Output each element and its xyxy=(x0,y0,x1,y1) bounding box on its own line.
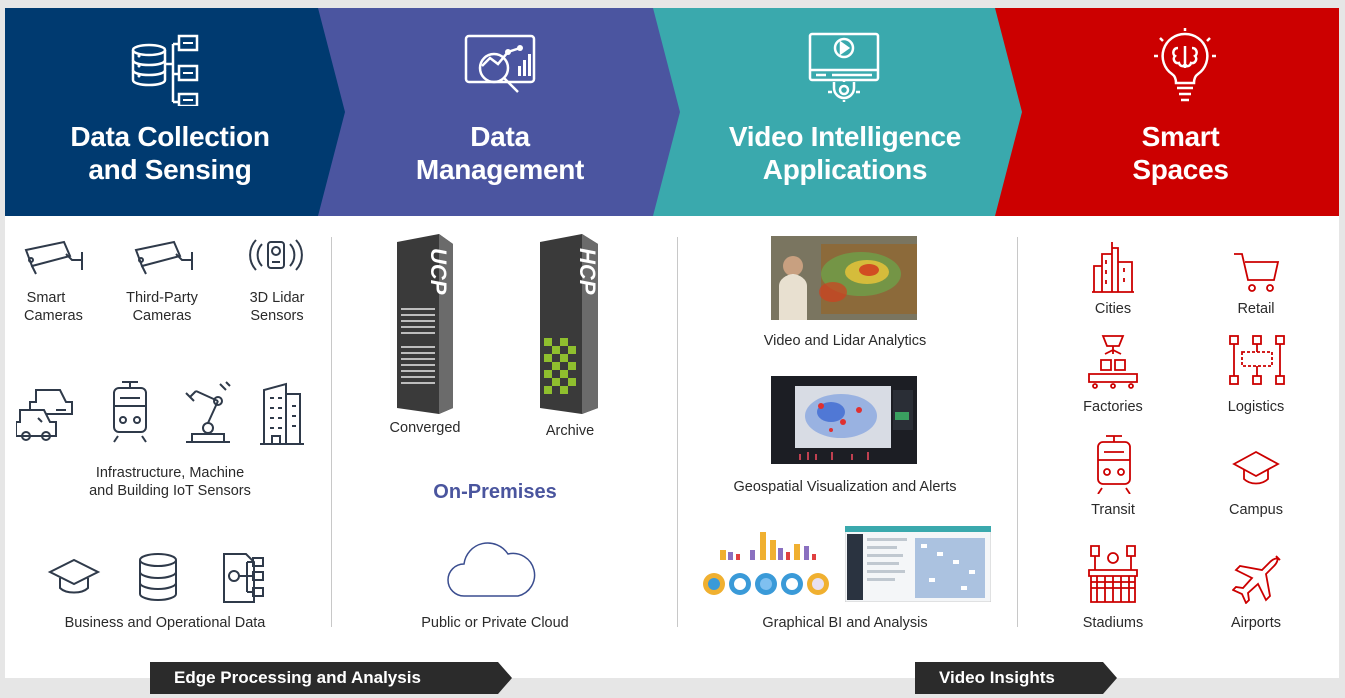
on-premises-label: On-Premises xyxy=(433,481,557,503)
lidar-label-line2: Sensors xyxy=(250,308,304,324)
video-gear-icon xyxy=(808,32,880,102)
cars-icon xyxy=(16,389,73,441)
database-icon xyxy=(139,553,177,602)
hcp-server-icon: HCP xyxy=(540,234,600,414)
app2-label: Geospatial Visualization and Alerts xyxy=(733,479,957,495)
app1-label: Video and Lidar Analytics xyxy=(763,333,927,349)
lidar-label-line1: 3D Lidar xyxy=(249,290,305,306)
column-divider xyxy=(1017,237,1018,627)
stadium-icon xyxy=(1088,545,1138,603)
camera-label-line2: Cameras xyxy=(132,308,192,324)
chevron-smart-spaces xyxy=(995,8,1339,216)
camera-label-line1: Smart xyxy=(26,290,66,306)
camera-label-line1: Third-Party xyxy=(126,290,198,306)
train-icon xyxy=(1097,435,1131,494)
header-title-line1: Data xyxy=(470,121,530,152)
graduation-cap-icon xyxy=(47,558,101,594)
archive-label: Archive xyxy=(545,423,595,439)
robot-arm-icon xyxy=(185,381,231,443)
chevron-data-collection xyxy=(5,8,350,216)
camera-label-line2: Cameras xyxy=(24,308,83,324)
app3-label: Graphical BI and Analysis xyxy=(762,615,928,631)
analytics-magnifier-icon xyxy=(464,34,536,93)
geospatial-map-thumbnail xyxy=(771,376,917,464)
chevron-data-management xyxy=(318,8,685,216)
building-icon xyxy=(260,382,304,445)
airplane-icon xyxy=(1232,555,1281,604)
graduation-cap-icon xyxy=(1232,450,1280,485)
header-title-line2: Applications xyxy=(762,154,928,185)
server-badge-label: HCP xyxy=(575,248,600,295)
header-title-line2: Management xyxy=(415,154,585,185)
space-label: Campus xyxy=(1229,502,1283,518)
space-label: Stadiums xyxy=(1082,615,1144,631)
video-insights-tag: Video Insights xyxy=(939,668,1055,687)
column-divider xyxy=(677,237,678,627)
ucp-server-icon: UCP xyxy=(397,234,453,414)
bi-dashboard-thumbnail xyxy=(845,526,991,602)
factory-icon xyxy=(1088,335,1138,389)
chevron-video-intelligence xyxy=(653,8,1027,216)
header-title-line1: Data Collection xyxy=(70,121,270,152)
header-chevrons xyxy=(5,8,1339,216)
city-icon xyxy=(1092,242,1134,293)
bi-bar-chart-thumbnail xyxy=(700,524,830,604)
server-badge-label: UCP xyxy=(426,248,451,295)
third-party-camera-icon xyxy=(134,240,193,275)
header-title-line1: Video Intelligence xyxy=(728,121,962,152)
smart-camera-icon xyxy=(24,240,83,275)
business-data-label: Business and Operational Data xyxy=(64,615,266,631)
space-label: Retail xyxy=(1237,301,1275,317)
column-divider xyxy=(331,237,332,627)
iot-label-line2: and Building IoT Sensors xyxy=(89,483,251,499)
space-label: Logistics xyxy=(1227,399,1285,415)
space-label: Factories xyxy=(1083,399,1143,415)
header-title-line2: and Sensing xyxy=(88,154,252,185)
brain-bulb-icon xyxy=(1154,28,1216,102)
train-icon xyxy=(113,381,147,443)
video-insights-tag-shape xyxy=(915,662,1117,694)
lidar-sensor-icon xyxy=(249,239,303,271)
space-label: Airports xyxy=(1231,615,1281,631)
header-title-line2: Spaces xyxy=(1132,154,1229,185)
data-flow-icon xyxy=(131,34,199,106)
space-label: Transit xyxy=(1091,502,1135,518)
converged-label: Converged xyxy=(389,420,461,436)
iot-label-line1: Infrastructure, Machine xyxy=(95,465,245,481)
header-title-line1: Smart xyxy=(1141,121,1220,152)
edge-processing-tag-shape xyxy=(150,662,512,694)
cloud-icon xyxy=(447,542,536,597)
logistics-icon xyxy=(1229,335,1285,385)
cart-icon xyxy=(1234,253,1280,292)
edge-processing-tag: Edge Processing and Analysis xyxy=(174,668,421,687)
document-flow-icon xyxy=(223,553,264,603)
heatmap-analytics-thumbnail xyxy=(771,236,917,320)
space-label: Cities xyxy=(1094,301,1132,317)
cloud-label: Public or Private Cloud xyxy=(421,615,569,631)
